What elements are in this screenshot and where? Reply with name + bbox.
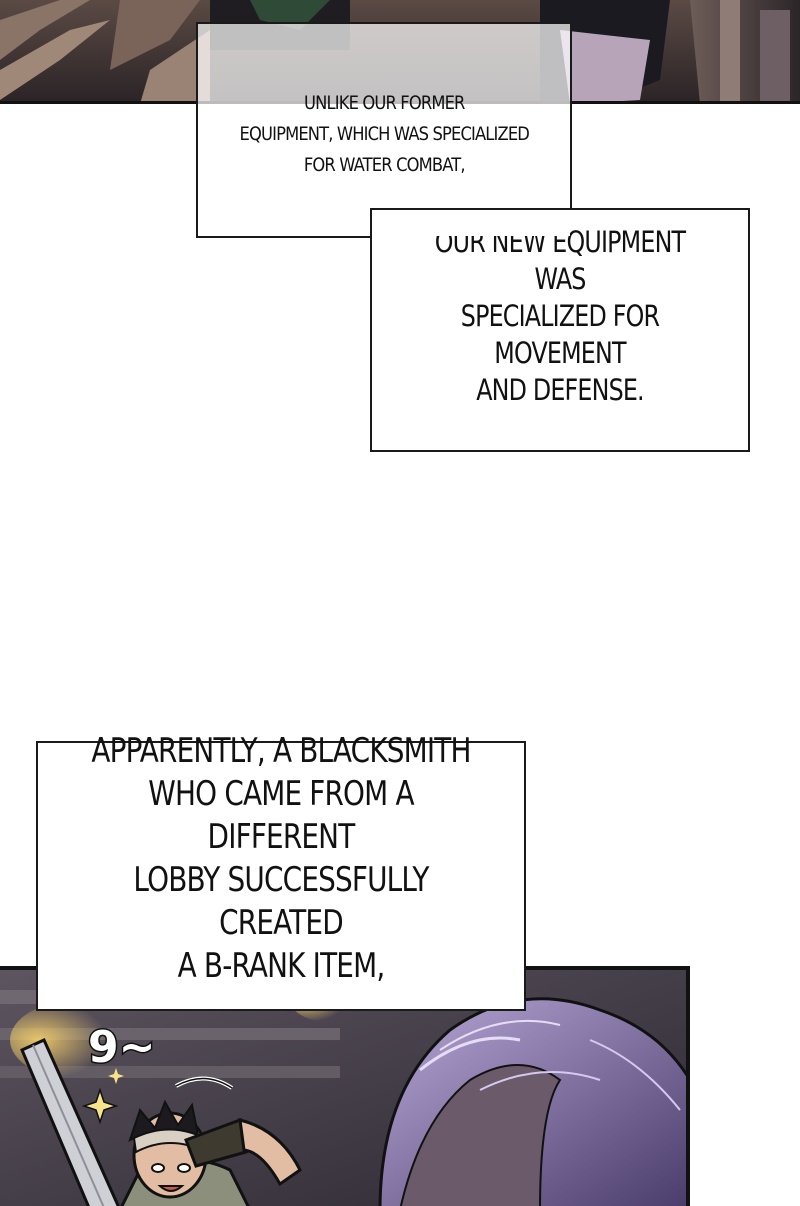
caption-box-blacksmith: APPARENTLY, A BLACKSMITH WHO CAME FROM A…: [36, 731, 526, 1011]
caption-text-former-equipment: UNLIKE OUR FORMER EQUIPMENT, WHICH WAS S…: [239, 92, 529, 176]
hum-sound-effect: 9~: [86, 1021, 157, 1075]
caption-box-former-equipment: UNLIKE OUR FORMER EQUIPMENT, WHICH WAS S…: [196, 22, 572, 238]
caption-box-joint: [372, 210, 570, 236]
caption-text-blacksmith: APPARENTLY, A BLACKSMITH WHO CAME FROM A…: [91, 731, 471, 986]
caption-box-new-equipment: OUR NEW EQUIPMENT WAS SPECIALIZED FOR MO…: [370, 208, 750, 452]
caption-text-new-equipment: OUR NEW EQUIPMENT WAS SPECIALIZED FOR MO…: [434, 224, 686, 407]
